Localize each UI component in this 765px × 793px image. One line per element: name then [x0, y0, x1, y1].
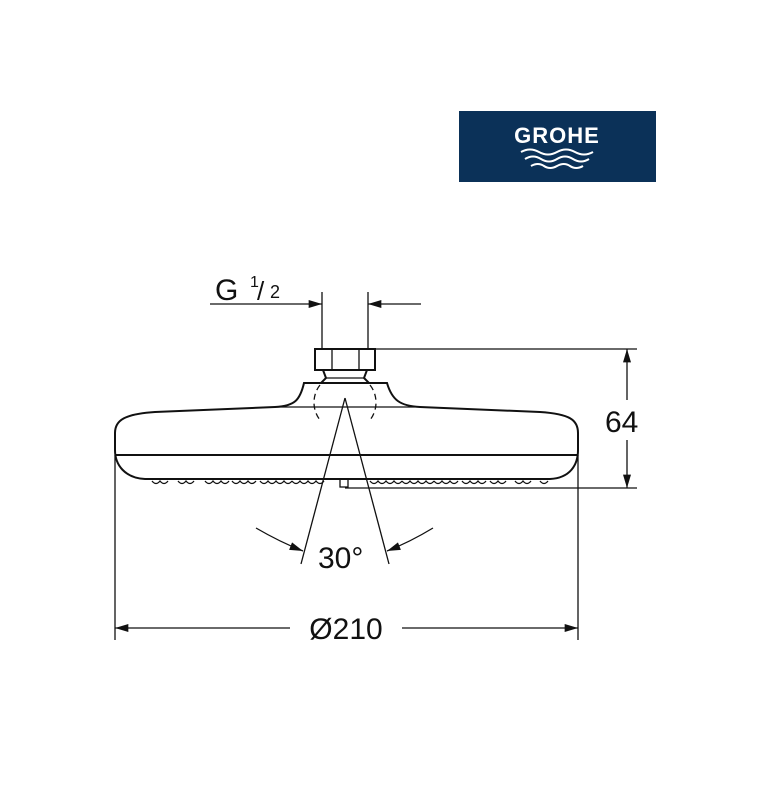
- wave-icon: [520, 148, 594, 156]
- diameter-label: Ø210: [309, 613, 382, 646]
- thread-fraction-num: 1: [250, 274, 259, 291]
- height-label: 64: [605, 406, 638, 439]
- angle-label: 30°: [318, 542, 363, 575]
- logo-text: GROHE: [514, 123, 600, 148]
- shower-head-outline: [114, 348, 579, 488]
- thread-fraction-den: 2: [270, 282, 280, 302]
- height-dimension: 64: [345, 348, 638, 489]
- grohe-logo: GROHE: [459, 111, 656, 182]
- diameter-dimension: Ø210: [114, 455, 579, 646]
- fraction-slash: /: [257, 276, 265, 306]
- thread-label: G: [215, 274, 238, 307]
- spray-angle-dimension: 30°: [255, 397, 434, 575]
- thread-dimension: G 1 / 2: [210, 274, 421, 350]
